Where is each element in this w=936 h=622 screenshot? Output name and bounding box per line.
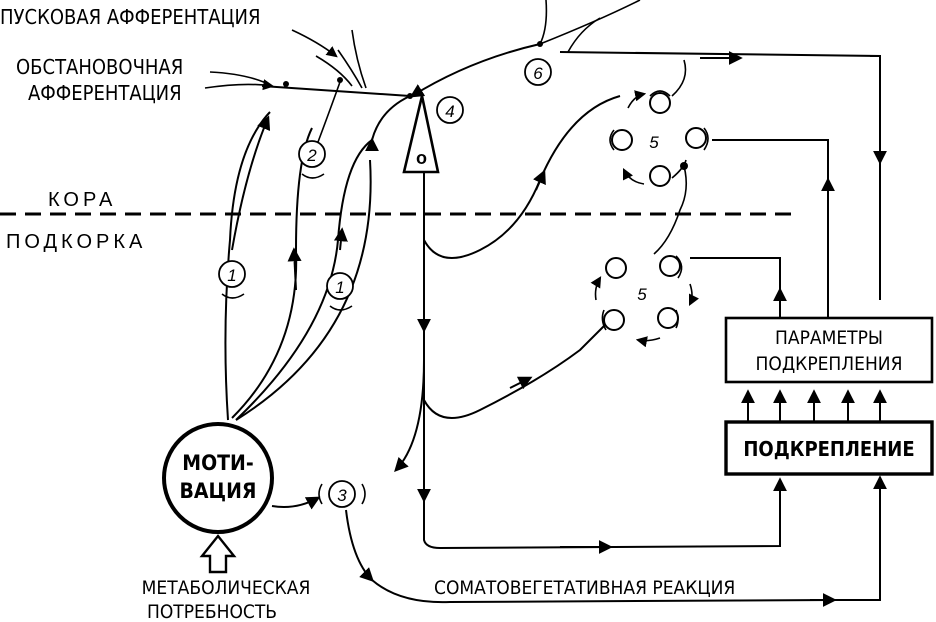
- marker-1-left: 1: [218, 260, 246, 299]
- svg-text:1: 1: [227, 266, 236, 285]
- marker-3: 3: [318, 480, 366, 508]
- motivation-label-line2: ВАЦИЯ: [180, 479, 257, 503]
- situational-afferentation-label-line1: ОБСТАНОВОЧНАЯ: [16, 55, 183, 79]
- svg-text:3: 3: [337, 486, 347, 505]
- situational-afferentation-label-line2: АФФЕРЕНТАЦИЯ: [28, 81, 182, 105]
- metabolic-need-label-line2: ПОТРЕБНОСТЬ: [147, 601, 277, 622]
- somatovegetative-pathway: [271, 475, 887, 607]
- marker-1-right: 1: [326, 272, 354, 311]
- marker-2: 2: [298, 140, 326, 179]
- svg-text:4: 4: [445, 102, 454, 121]
- acceptor-feedback-top: [409, 0, 887, 300]
- svg-text:1: 1: [335, 278, 344, 297]
- motivation-label-line1: МОТИ-: [182, 451, 253, 475]
- subcortex-label: ПОДКОРКА: [6, 231, 146, 253]
- marker-6: 6: [524, 58, 552, 86]
- cortical-neuron: о: [402, 95, 440, 174]
- metabolic-need-arrow: [199, 534, 237, 574]
- reinforcement-params-line1: ПАРАМЕТРЫ: [775, 327, 883, 349]
- svg-text:6: 6: [533, 64, 543, 83]
- metabolic-need-label-line1: МЕТАБОЛИЧЕСКАЯ: [142, 577, 311, 599]
- reinforcement-box: ПОДКРЕПЛЕНИЕ: [724, 420, 934, 476]
- reinforcement-params-line2: ПОДКРЕПЛЕНИЯ: [756, 353, 903, 375]
- motivation-node: МОТИ- ВАЦИЯ: [162, 422, 274, 534]
- somatovegetative-reaction-label: СОМАТОВЕГЕТАТИВНАЯ РЕАКЦИЯ: [434, 577, 735, 599]
- cortex-label: КОРА: [48, 189, 116, 211]
- svg-text:2: 2: [306, 146, 317, 165]
- marker-5-upper: 5: [649, 133, 659, 152]
- reinforcement-feedback: [690, 139, 887, 422]
- efferent-pathways: [394, 95, 787, 554]
- marker-4: 4: [436, 96, 464, 124]
- neuron-ring-lower: 5: [590, 255, 700, 348]
- trigger-afferentation-label: ПУСКОВАЯ АФФЕРЕНТАЦИЯ: [0, 5, 261, 29]
- marker-5-lower: 5: [637, 285, 647, 304]
- reinforcement-label: ПОДКРЕПЛЕНИЕ: [743, 437, 914, 461]
- reinforcement-parameters-box: ПАРАМЕТРЫ ПОДКРЕПЛЕНИЯ: [724, 316, 934, 384]
- neuron-ring-upper: 5: [609, 59, 709, 255]
- afferent-input-tree: [204, 29, 413, 99]
- ascending-pathways: [224, 81, 411, 421]
- neuron-glyph: о: [416, 148, 427, 168]
